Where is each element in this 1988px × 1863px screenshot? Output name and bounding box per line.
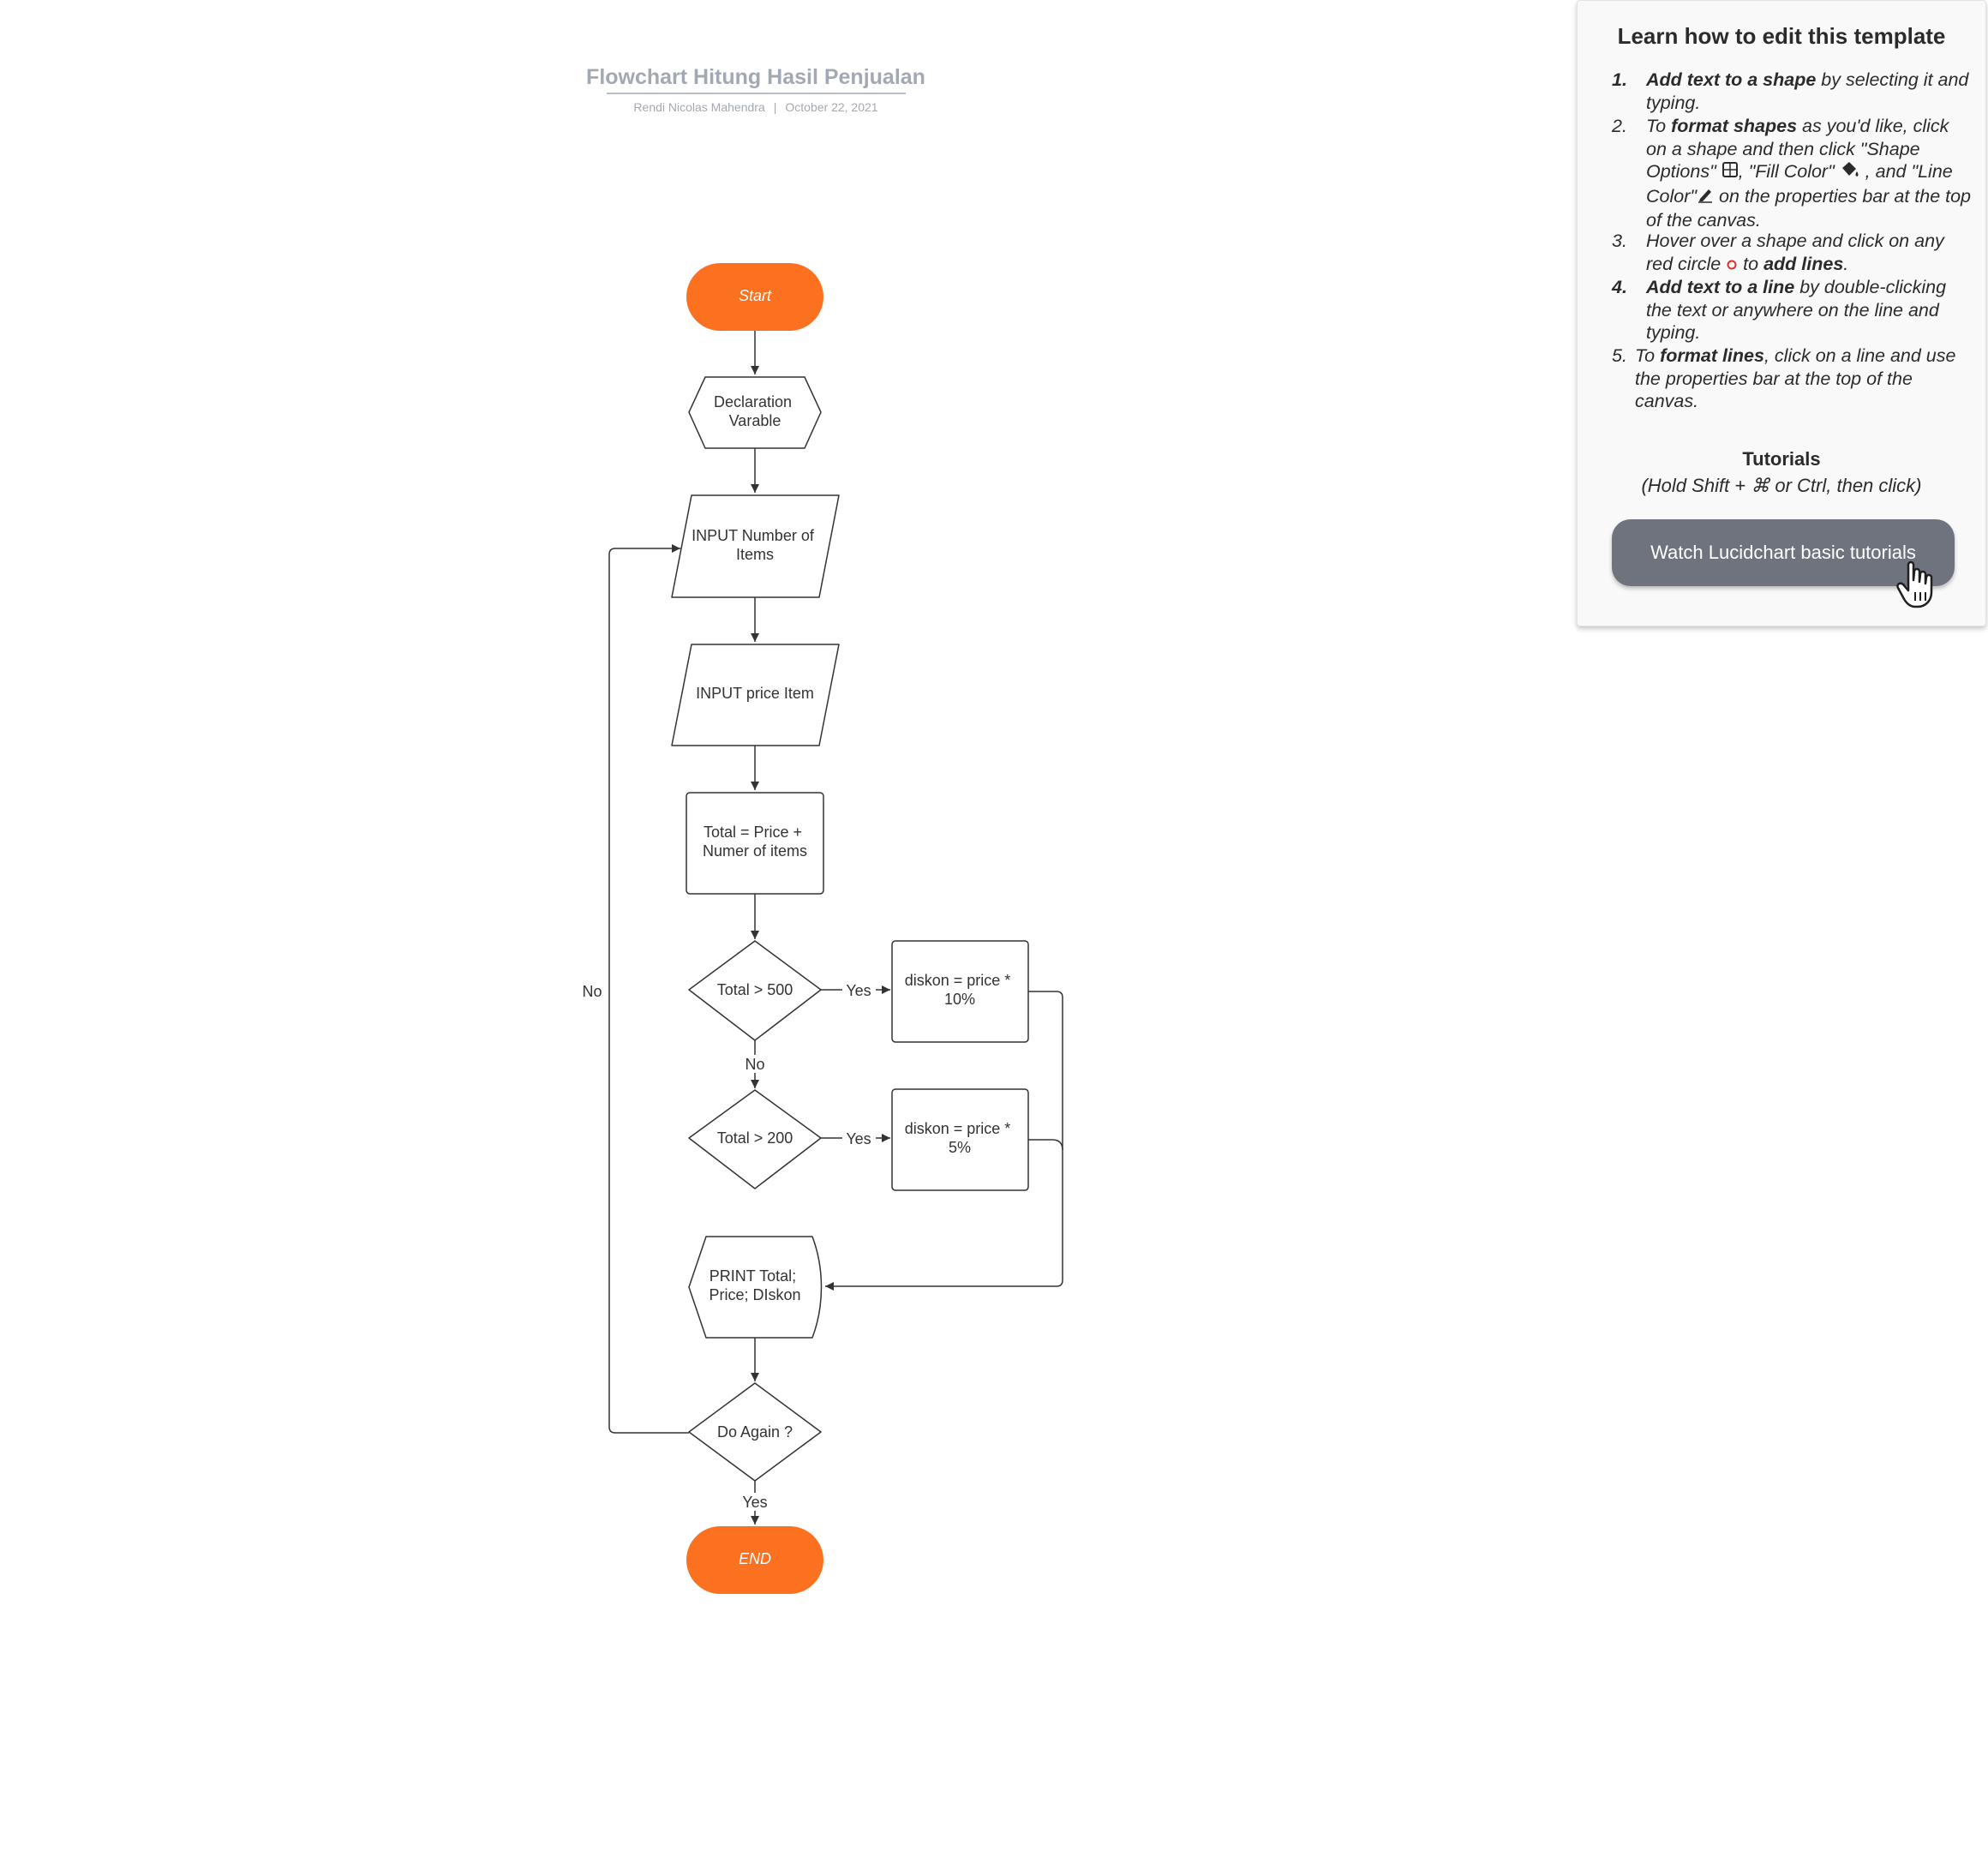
- node-input-items-label: INPUT Number of Items: [692, 527, 818, 563]
- edge-discount5-to-print: [1028, 1139, 1063, 1151]
- help-step-3: 3. Hover over a shape and click on any r…: [1612, 230, 1972, 276]
- byline-separator: |: [774, 100, 777, 114]
- help-step-1-text: Add text to a shape by selecting it and …: [1646, 69, 1969, 113]
- node-end-label: END: [739, 1550, 771, 1567]
- help-panel: Learn how to edit this template 1. Add t…: [1577, 0, 1986, 626]
- node-input-price[interactable]: INPUT price Item: [671, 644, 840, 746]
- help-step-1-number: 1.: [1612, 69, 1627, 90]
- document-title: Flowchart Hitung Hasil Penjualan: [586, 65, 925, 89]
- node-declaration-label: Declaration Varable: [714, 393, 796, 429]
- edge-label-no-500[interactable]: No: [745, 1056, 764, 1073]
- help-step-2: 2. To format shapes as you'd like, click…: [1612, 115, 1972, 231]
- document-byline: Rendi Nicolas Mahendra | October 22, 2021: [633, 100, 877, 114]
- help-step-4-number: 4.: [1612, 277, 1627, 297]
- node-do-again[interactable]: Do Again ?: [688, 1382, 822, 1482]
- node-discount-5[interactable]: diskon = price * 5%: [891, 1088, 1029, 1191]
- node-decision-200[interactable]: Total > 200: [688, 1089, 822, 1189]
- help-step-5-text: To format lines, click on a line and use…: [1635, 345, 1956, 412]
- node-declaration[interactable]: Declaration Varable: [688, 376, 822, 449]
- edge-label-yes-500[interactable]: Yes: [846, 982, 871, 999]
- node-decision-200-label: Total > 200: [717, 1129, 793, 1147]
- help-step-1: 1. Add text to a shape by selecting it a…: [1612, 69, 1972, 115]
- tutorials-title: Tutorials: [1742, 448, 1821, 470]
- watch-tutorials-button[interactable]: Watch Lucidchart basic tutorials: [1612, 519, 1955, 586]
- line-color-icon: [1697, 186, 1714, 209]
- hand-pointer-icon: [1896, 560, 1944, 615]
- edge-label-yes-200[interactable]: Yes: [846, 1130, 871, 1147]
- help-step-2-text: To format shapes as you'd like, click on…: [1646, 116, 1972, 231]
- node-print-label: PRINT Total; Price; DIskon: [709, 1267, 800, 1303]
- fill-color-icon: [1840, 160, 1860, 185]
- edge-label-yes-end[interactable]: Yes: [742, 1494, 767, 1511]
- watch-tutorials-button-label: Watch Lucidchart basic tutorials: [1650, 542, 1916, 563]
- node-total-calc[interactable]: Total = Price + Numer of items: [686, 792, 824, 895]
- help-title: Learn how to edit this template: [1617, 23, 1946, 49]
- node-do-again-label: Do Again ?: [717, 1423, 793, 1441]
- node-print[interactable]: PRINT Total; Price; DIskon: [688, 1236, 823, 1339]
- edge-do-again-no-loop: [608, 544, 689, 1434]
- help-step-3-number: 3.: [1612, 231, 1627, 251]
- document-author: Rendi Nicolas Mahendra: [633, 100, 765, 114]
- red-circle-icon: [1726, 254, 1738, 277]
- node-end[interactable]: END: [686, 1526, 823, 1594]
- help-step-4-text: Add text to a line by double-clicking th…: [1646, 277, 1947, 344]
- edge-discount10-to-print: [825, 991, 1063, 1291]
- node-start[interactable]: Start: [686, 263, 823, 331]
- edge-label-no-loop[interactable]: No: [582, 983, 602, 1000]
- tutorials-hint: (Hold Shift + ⌘ or Ctrl, then click): [1641, 475, 1922, 496]
- node-input-price-label: INPUT price Item: [696, 685, 814, 702]
- node-discount-5-label: diskon = price * 5%: [905, 1120, 1015, 1156]
- help-step-5: 5. To format lines, click on a line and …: [1612, 344, 1972, 413]
- help-step-4: 4. Add text to a line by double-clicking…: [1612, 276, 1972, 344]
- node-input-items[interactable]: INPUT Number of Items: [671, 494, 840, 598]
- node-decision-500-label: Total > 500: [717, 981, 793, 998]
- help-step-2-number: 2.: [1612, 116, 1627, 136]
- node-decision-500[interactable]: Total > 500: [688, 940, 822, 1041]
- node-total-calc-label: Total = Price + Numer of items: [703, 824, 807, 860]
- help-step-3-text: Hover over a shape and click on any red …: [1646, 230, 1972, 276]
- node-start-label: Start: [739, 287, 772, 304]
- document-date: October 22, 2021: [785, 100, 877, 114]
- node-discount-10-label: diskon = price * 10%: [905, 972, 1015, 1008]
- shape-options-icon: [1722, 161, 1739, 184]
- help-step-5-number: 5.: [1612, 345, 1627, 366]
- edges: [608, 331, 1063, 1525]
- node-discount-10[interactable]: diskon = price * 10%: [891, 940, 1029, 1043]
